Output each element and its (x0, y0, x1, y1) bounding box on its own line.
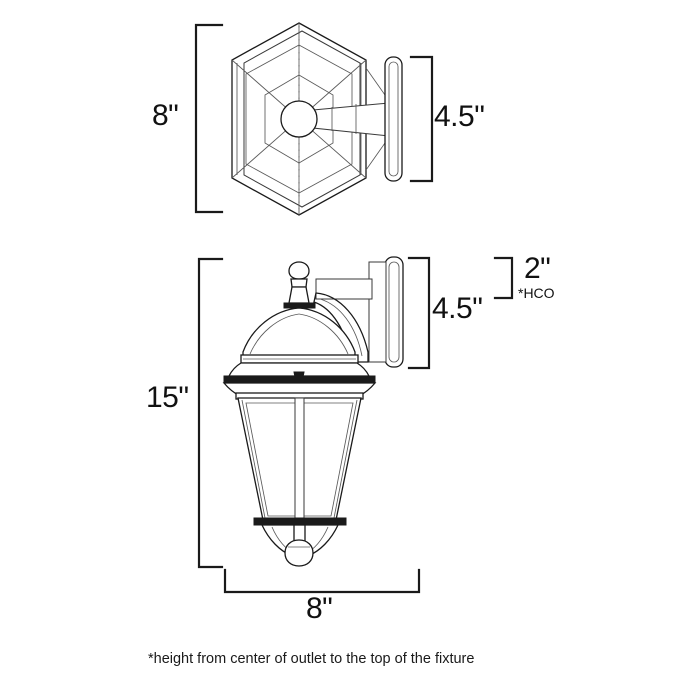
top-view-height-label: 8" (152, 99, 179, 132)
outlet-offset-label: 2" (524, 252, 551, 285)
side-view-depth-label: 4.5" (432, 292, 483, 325)
footnote-text: *height from center of outlet to the top… (148, 651, 475, 667)
side-view-depth-bracket (407, 256, 431, 370)
side-view-height-bracket (197, 257, 224, 569)
top-view-height-bracket (194, 23, 224, 214)
outlet-offset-bracket (493, 256, 514, 300)
side-view-drawing (222, 256, 404, 567)
top-view-drawing (231, 22, 403, 216)
outlet-offset-note: *HCO (518, 285, 555, 301)
top-view-depth-label: 4.5" (434, 100, 485, 133)
side-view-width-bracket (223, 568, 421, 594)
top-view-depth-bracket (409, 55, 434, 183)
side-view-width-label: 8" (306, 592, 333, 625)
side-view-height-label: 15" (146, 381, 189, 414)
